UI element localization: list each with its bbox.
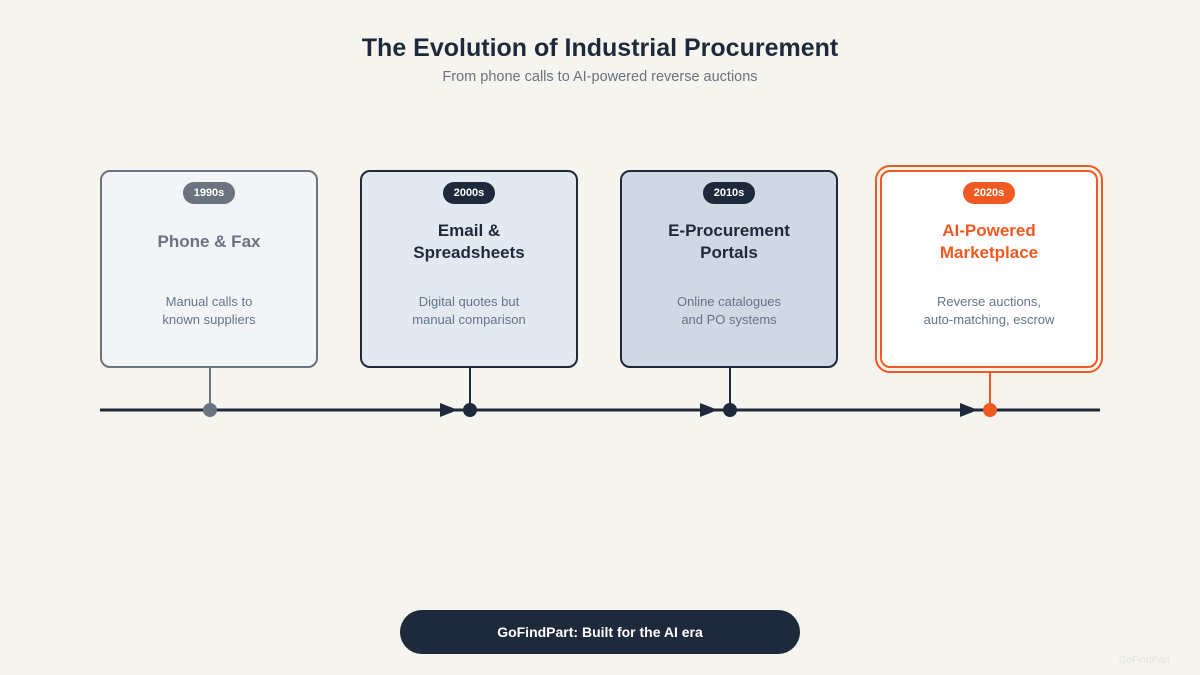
era-card-1990s: 1990s Phone & Fax Manual calls to known … <box>100 170 318 368</box>
era-badge: 2020s <box>963 182 1015 204</box>
era-description: Digital quotes but manual comparison <box>412 294 526 327</box>
era-title: AI-Powered Marketplace <box>939 221 1039 262</box>
era-title: Email & Spreadsheets <box>413 221 525 262</box>
era-description: Manual calls to known suppliers <box>162 294 256 327</box>
era-card-2020s: 2020s AI-Powered Marketplace Reverse auc… <box>875 165 1103 373</box>
cta-banner-button[interactable]: GoFindPart: Built for the AI era <box>400 610 800 654</box>
timeline-arrow-1 <box>440 403 458 417</box>
era-card-2000s: 2000s Email & Spreadsheets Digital quote… <box>360 170 578 368</box>
brand-watermark: GoFindPart <box>1118 655 1170 666</box>
era-description: Online catalogues and PO systems <box>676 294 782 327</box>
node-2000s <box>463 403 477 417</box>
node-2010s <box>723 403 737 417</box>
era-badge: 2000s <box>443 182 495 204</box>
era-card-2010s: 2010s E-Procurement Portals Online catal… <box>620 170 838 368</box>
era-badge: 1990s <box>183 182 235 204</box>
era-description: Reverse auctions, auto-matching, escrow <box>923 294 1055 327</box>
page-subtitle: From phone calls to AI-powered reverse a… <box>442 69 758 85</box>
node-1990s <box>203 403 217 417</box>
page-title: The Evolution of Industrial Procurement <box>361 34 839 62</box>
timeline-arrow-3 <box>960 403 978 417</box>
era-badge: 2010s <box>703 182 755 204</box>
node-2020s <box>983 403 997 417</box>
timeline-arrow-2 <box>700 403 718 417</box>
era-title: Phone & Fax <box>157 232 261 251</box>
era-title: E-Procurement Portals <box>668 221 790 262</box>
